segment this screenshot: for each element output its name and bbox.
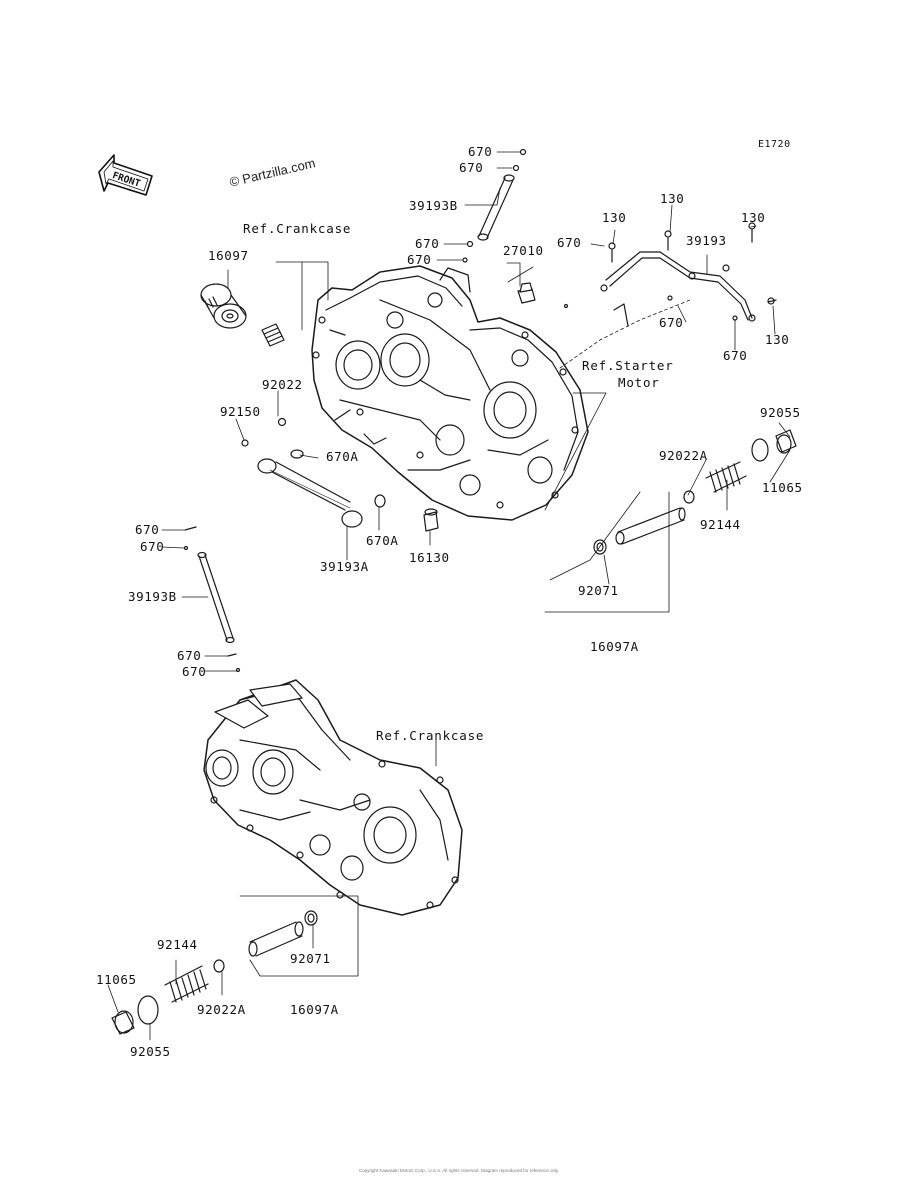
part-label-670a: 670A [366,533,399,548]
starter-tube [559,299,691,369]
part-label-92071: 92071 [290,951,331,966]
sensor-27010 [517,282,536,304]
filter-nipple [261,323,285,347]
part-label-16097: 16097 [208,248,249,263]
part-label-670: 670 [135,522,160,537]
shaft-16097a-top [593,429,797,555]
oil-pipe-39193a [241,417,386,528]
part-label-92055: 92055 [760,405,801,420]
part-label-670: 670 [459,160,484,175]
part-label-11065: 11065 [762,480,803,495]
part-label-39193b: 39193B [409,198,458,213]
part-label-130: 130 [660,191,685,206]
part-label-670: 670 [182,664,207,679]
oil-pipe-39193b-top [462,148,527,263]
ref-starter-motor-line2: Motor [618,375,660,390]
part-label-92144: 92144 [157,937,198,952]
part-label-130: 130 [765,332,790,347]
part-label-92144: 92144 [700,517,741,532]
part-label-92071: 92071 [578,583,619,598]
oil-pipe-39193b-left [183,526,241,673]
part-label-11065: 11065 [96,972,137,987]
part-label-130: 130 [741,210,766,225]
front-arrow-icon: FRONT [98,154,153,196]
part-label-92022: 92022 [262,377,303,392]
shaft-16097a-bottom [111,910,318,1035]
part-label-670: 670 [468,144,493,159]
part-label-670: 670 [407,252,432,267]
leader-lines [107,151,791,1041]
part-label-670: 670 [723,348,748,363]
lower-crankcase [203,679,463,916]
fitting-16130 [423,508,439,532]
part-label-670: 670 [415,236,440,251]
part-label-130: 130 [602,210,627,225]
part-label-92150: 92150 [220,404,261,419]
part-label-670: 670 [177,648,202,663]
part-label-92022a: 92022A [659,448,708,463]
oil-filter-16097 [200,283,247,329]
part-label-670a: 670A [326,449,359,464]
part-label-670: 670 [557,235,582,250]
upper-crankcase [311,265,589,521]
ref-crankcase-top: Ref.Crankcase [243,221,352,236]
ref-starter-motor-line1: Ref.Starter [582,358,674,373]
part-label-92022a: 92022A [197,1002,246,1017]
part-label-16130: 16130 [409,550,450,565]
part-label-670: 670 [659,315,684,330]
diagram-id: E1720 [758,139,791,150]
ref-crankcase-bottom: Ref.Crankcase [376,728,485,743]
part-label-16097a: 16097A [290,1002,339,1017]
part-label-27010: 27010 [503,243,544,258]
part-label-39193: 39193 [686,233,727,248]
part-label-39193a: 39193A [320,559,369,574]
part-label-16097a: 16097A [590,639,639,654]
part-label-39193b: 39193B [128,589,177,604]
part-label-92055: 92055 [130,1044,171,1059]
oil-pipe-39193 [563,222,777,327]
part-label-670: 670 [140,539,165,554]
copyright-footer: Copyright Kawasaki Motors Corp., U.S.A. … [358,1168,560,1173]
